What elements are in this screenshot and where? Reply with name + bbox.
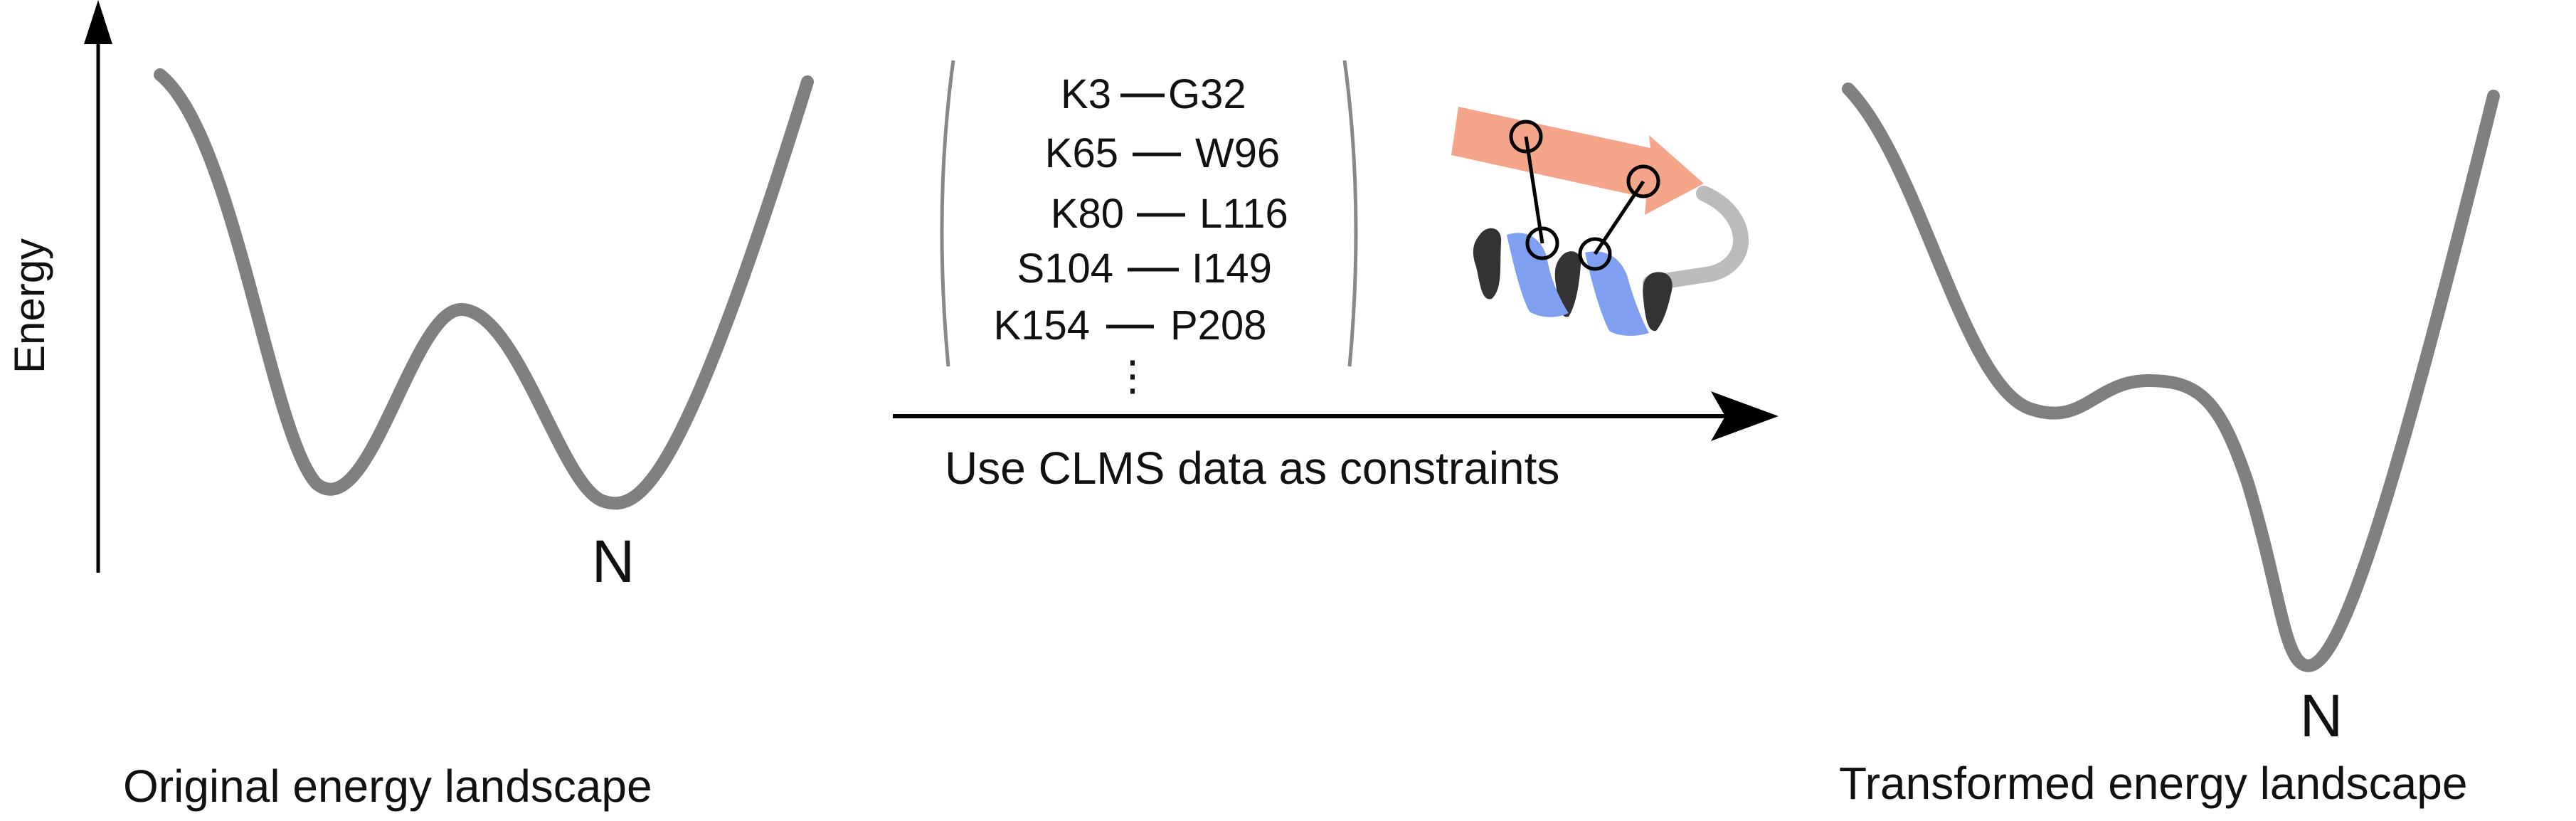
protein-crosslink-icon: [1451, 107, 1749, 336]
original-energy-curve: [154, 68, 814, 510]
crosslink-residue-left: K65: [1045, 130, 1118, 176]
dark-sheet-piece: [1643, 272, 1673, 332]
crosslink-site: [1578, 237, 1612, 271]
crosslink-list: K3 G32 K65 W96 K80 L116 S104 I149 K154: [994, 71, 1288, 399]
original-landscape-caption: Original energy landscape: [123, 761, 652, 812]
right-bracket: [1342, 60, 1358, 367]
crosslink-residue-right: G32: [1168, 71, 1246, 117]
transform-arrowhead: [1711, 391, 1779, 441]
crosslink-residue-right: I149: [1192, 245, 1272, 292]
list-ellipsis: ⋮: [1112, 353, 1153, 399]
transformed-landscape-caption: Transformed energy landscape: [1839, 758, 2467, 809]
crosslink-pair: K3 G32: [1061, 71, 1246, 117]
crosslink-residue-left: K80: [1051, 191, 1124, 237]
native-state-label: N: [592, 528, 635, 595]
original-landscape-panel: Energy N Original energy landscape: [6, 0, 814, 812]
crosslink-residue-right: W96: [1195, 130, 1280, 176]
crosslink-site: [1525, 226, 1559, 260]
energy-axis-arrowhead: [84, 0, 112, 44]
transformed-landscape-panel: N Transformed energy landscape: [1839, 83, 2500, 809]
crosslink-residue-left: K3: [1061, 71, 1111, 117]
clms-constraints-panel: K3 G32 K65 W96 K80 L116 S104 I149 K154: [893, 60, 1779, 494]
dark-sheet-piece: [1473, 228, 1502, 300]
transform-arrow-label: Use CLMS data as constraints: [945, 443, 1559, 494]
crosslink-residue-left: K154: [994, 302, 1090, 349]
beta-strand: [1451, 107, 1704, 215]
crosslink-pair: S104 I149: [1017, 245, 1272, 292]
crosslink-residue-right: P208: [1170, 302, 1266, 349]
helix-ribbon: [1507, 233, 1569, 317]
protein-loop: [1643, 186, 1749, 291]
crosslink-pair: K154 P208: [994, 302, 1267, 349]
helix-ribbon: [1585, 251, 1649, 336]
crosslink-stick: [1593, 180, 1645, 255]
crosslink-pair: K80 L116: [1051, 191, 1288, 237]
transformed-energy-curve: [1842, 83, 2500, 672]
crosslink-residue-left: S104: [1017, 245, 1113, 292]
crosslink-site: [1509, 120, 1543, 154]
left-bracket: [940, 60, 955, 367]
crosslink-stick: [1524, 136, 1544, 244]
native-state-label: N: [2300, 682, 2343, 749]
crosslink-site: [1626, 164, 1660, 198]
crosslink-residue-right: L116: [1199, 191, 1288, 237]
energy-axis-label: Energy: [6, 238, 53, 374]
crosslink-pair: K65 W96: [1045, 130, 1280, 176]
